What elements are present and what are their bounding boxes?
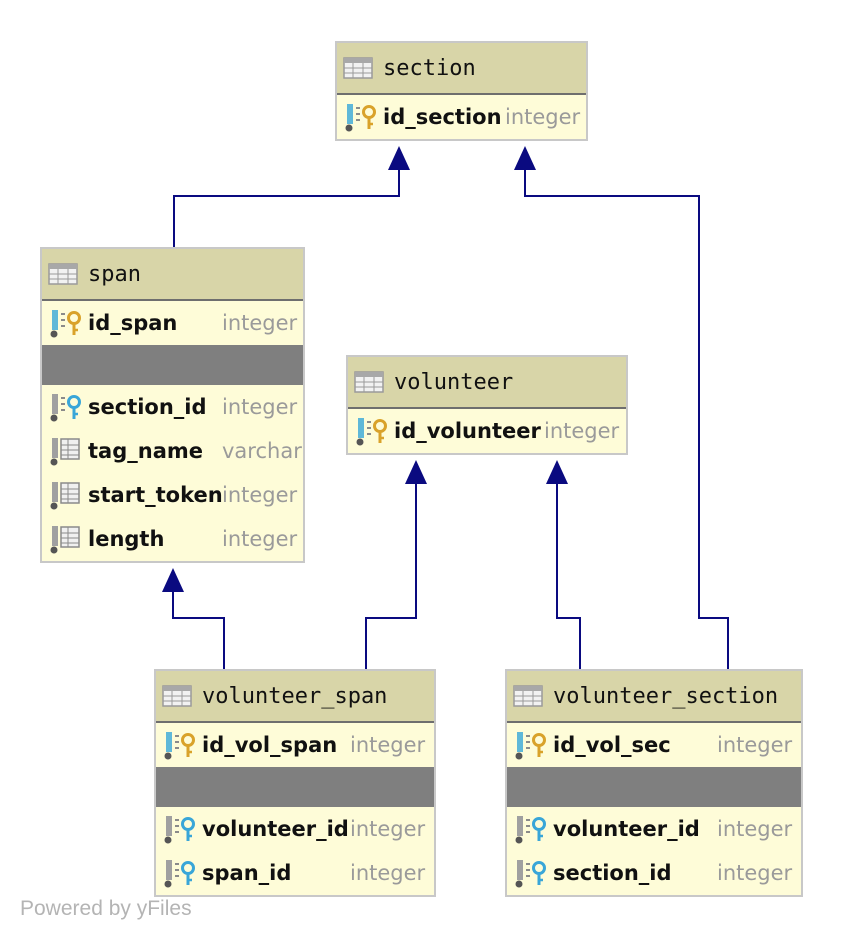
key-separator	[156, 767, 434, 807]
table-icon	[354, 371, 384, 393]
column-name: id_section	[383, 105, 502, 129]
table-volunteer[interactable]: volunteer id_volunteer integer	[346, 355, 628, 455]
table-name: section	[383, 55, 476, 81]
table-header: volunteer	[348, 357, 626, 409]
column-type: integer	[222, 395, 298, 419]
table-header: span	[42, 249, 303, 301]
column-row[interactable]: volunteer_id integer	[507, 807, 801, 851]
yfiles-credit: Powered by yFiles	[20, 897, 192, 920]
column-type: integer	[505, 105, 581, 129]
arrowhead	[388, 146, 410, 170]
table-name: volunteer_section	[553, 683, 779, 709]
column-name: volunteer_id	[553, 817, 700, 841]
foreign-key-icon	[164, 858, 198, 888]
primary-key-icon	[50, 308, 84, 338]
key-separator	[42, 345, 303, 385]
edge-volunteer-section-to-volunteer	[556, 484, 581, 669]
column-name: tag_name	[88, 439, 203, 463]
column-name: id_vol_sec	[553, 733, 671, 757]
column-row[interactable]: id_span integer	[42, 301, 303, 345]
edge-volunteer-span-to-span	[172, 592, 225, 669]
table-volunteer-span[interactable]: volunteer_span id_vol_span integer volun…	[154, 669, 436, 897]
column-icon	[50, 480, 84, 510]
table-header: section	[337, 43, 586, 95]
column-row[interactable]: id_vol_span integer	[156, 723, 434, 767]
column-row[interactable]: section_id integer	[42, 385, 303, 429]
key-separator	[507, 767, 801, 807]
column-type: integer	[222, 483, 298, 507]
table-icon	[343, 57, 373, 79]
column-row[interactable]: tag_name varchar	[42, 429, 303, 473]
column-row[interactable]: start_token integer	[42, 473, 303, 517]
column-name: id_vol_span	[202, 733, 338, 757]
column-row[interactable]: id_vol_sec integer	[507, 723, 801, 767]
column-type: integer	[222, 311, 298, 335]
column-name: section_id	[553, 861, 672, 885]
table-name: span	[88, 261, 141, 287]
edge-span-to-section	[173, 170, 400, 247]
primary-key-icon	[164, 730, 198, 760]
column-name: span_id	[202, 861, 292, 885]
column-name: id_volunteer	[394, 419, 541, 443]
foreign-key-icon	[164, 814, 198, 844]
arrowhead	[546, 460, 568, 484]
foreign-key-icon	[50, 392, 84, 422]
column-row[interactable]: volunteer_id integer	[156, 807, 434, 851]
column-icon	[50, 436, 84, 466]
column-type: integer	[350, 861, 426, 885]
column-row[interactable]: length integer	[42, 517, 303, 561]
table-volunteer-section[interactable]: volunteer_section id_vol_sec integer vol…	[505, 669, 803, 897]
table-icon	[48, 263, 78, 285]
table-section[interactable]: section id_section integer	[335, 41, 588, 141]
column-type: integer	[350, 733, 426, 757]
column-icon	[50, 524, 84, 554]
edge-volunteer-section-to-section	[524, 170, 729, 669]
column-type: integer	[717, 861, 793, 885]
arrowhead	[405, 460, 427, 484]
table-icon	[513, 685, 543, 707]
foreign-key-icon	[515, 858, 549, 888]
column-row[interactable]: span_id integer	[156, 851, 434, 895]
column-name: section_id	[88, 395, 207, 419]
primary-key-icon	[356, 416, 390, 446]
table-icon	[162, 685, 192, 707]
column-type: integer	[717, 817, 793, 841]
table-header: volunteer_span	[156, 671, 434, 723]
arrowhead	[162, 568, 184, 592]
table-name: volunteer	[394, 369, 514, 395]
column-type: integer	[350, 817, 426, 841]
column-name: start_token	[88, 483, 223, 507]
column-row[interactable]: id_section integer	[337, 95, 586, 139]
column-type: integer	[222, 527, 298, 551]
table-span[interactable]: span id_span integer section_id integer …	[40, 247, 305, 563]
table-name: volunteer_span	[202, 683, 388, 709]
foreign-key-icon	[515, 814, 549, 844]
column-name: length	[88, 527, 165, 551]
column-row[interactable]: id_volunteer integer	[348, 409, 626, 453]
column-type: integer	[717, 733, 793, 757]
table-header: volunteer_section	[507, 671, 801, 723]
column-row[interactable]: section_id integer	[507, 851, 801, 895]
primary-key-icon	[515, 730, 549, 760]
primary-key-icon	[345, 102, 379, 132]
column-name: volunteer_id	[202, 817, 349, 841]
column-name: id_span	[88, 311, 178, 335]
arrowhead	[514, 146, 536, 170]
column-type: integer	[544, 419, 620, 443]
column-type: varchar	[222, 439, 302, 463]
edge-volunteer-span-to-volunteer	[365, 484, 417, 669]
